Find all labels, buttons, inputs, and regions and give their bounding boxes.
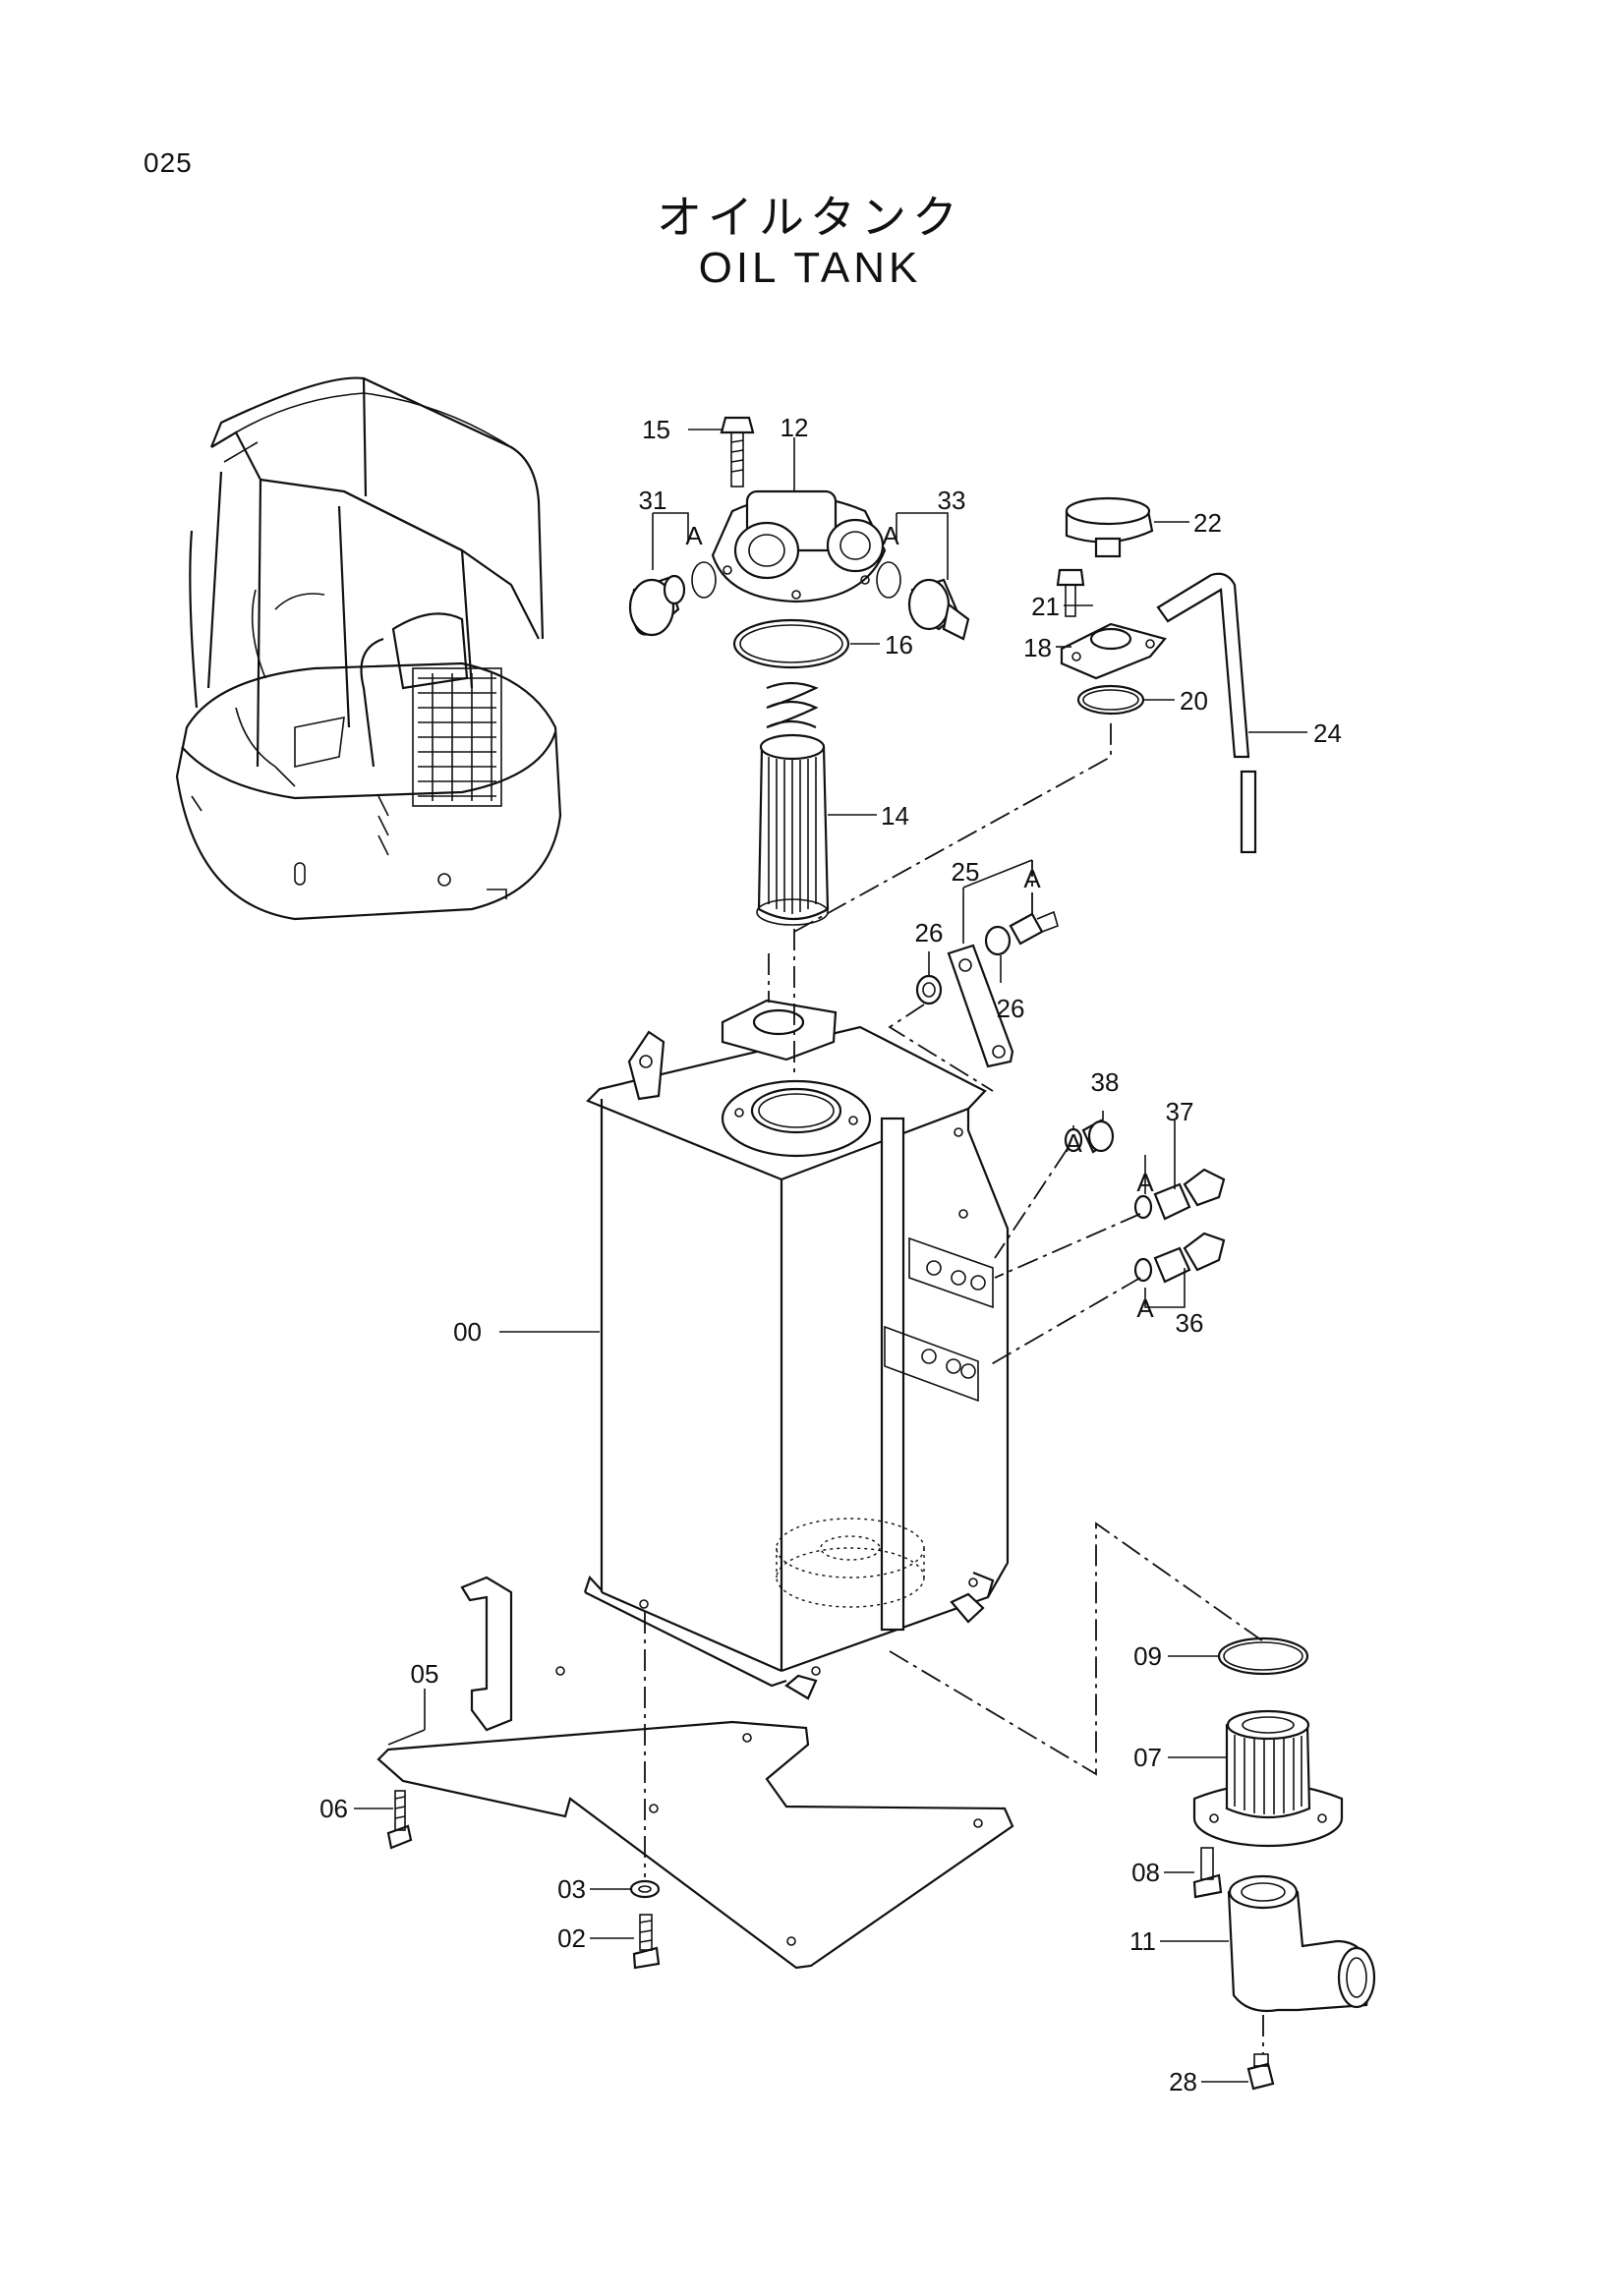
oil-tank-body <box>583 999 1010 1700</box>
part-number-18: 18 <box>1023 633 1052 662</box>
callout-leader-lines <box>354 429 1307 2083</box>
part-number-15: 15 <box>642 415 670 444</box>
part-number-12: 12 <box>781 413 809 442</box>
suction-strainer-assembly <box>1192 1636 1376 2091</box>
bracket-assembly <box>915 910 1059 1068</box>
part-number-37: 37 <box>1166 1097 1194 1126</box>
part-number-08: 08 <box>1131 1858 1160 1887</box>
part-number-03: 03 <box>557 1874 586 1904</box>
part-number-38: 38 <box>1091 1067 1120 1097</box>
assembly-reference-lines <box>644 718 1264 2054</box>
part-number-28: 28 <box>1169 2067 1197 2096</box>
part-number-26: 26 <box>915 918 944 947</box>
part-number-00: 00 <box>453 1317 482 1347</box>
callout-a-label: A <box>882 521 899 550</box>
page-title-japanese: オイルタンク <box>657 192 963 243</box>
part-number-31: 31 <box>639 486 667 515</box>
filler-cap-and-breather <box>1056 496 1257 854</box>
part-number-02: 02 <box>557 1923 586 1953</box>
part-number-05: 05 <box>411 1659 439 1689</box>
side-port-fittings <box>1064 1119 1226 1284</box>
part-number-07: 07 <box>1133 1743 1162 1772</box>
part-number-20: 20 <box>1180 686 1208 716</box>
part-number-24: 24 <box>1313 718 1342 748</box>
callout-a-label: A <box>1023 864 1041 893</box>
part-number-09: 09 <box>1133 1641 1162 1671</box>
part-number-14: 14 <box>881 801 909 831</box>
callout-a-label: A <box>1065 1128 1082 1158</box>
callout-a-label: A <box>685 521 703 550</box>
part-number-36: 36 <box>1176 1308 1204 1338</box>
base-plate-assembly <box>376 1576 1014 1970</box>
part-number-25: 25 <box>952 857 980 887</box>
part-number-26: 26 <box>997 994 1025 1023</box>
part-number-11: 11 <box>1129 1926 1156 1956</box>
page-number: 025 <box>144 147 193 178</box>
callout-a-label: A <box>1136 1168 1154 1197</box>
part-number-labels: 15 12 31 33 22 21 16 18 20 24 14 25 26 26 38 37 36 00 09 07… <box>319 413 1342 2096</box>
callout-a-letters: A A A A A A <box>685 521 1154 1323</box>
page-title-english: OIL TANK <box>698 244 922 292</box>
part-number-16: 16 <box>885 630 913 660</box>
filter-cover-assembly <box>628 416 970 926</box>
callout-a-label: A <box>1136 1293 1154 1323</box>
excavator-overview-illustration <box>175 376 562 921</box>
part-number-06: 06 <box>319 1794 348 1823</box>
part-number-22: 22 <box>1193 508 1222 538</box>
part-number-21: 21 <box>1031 592 1060 621</box>
part-number-33: 33 <box>938 486 966 515</box>
